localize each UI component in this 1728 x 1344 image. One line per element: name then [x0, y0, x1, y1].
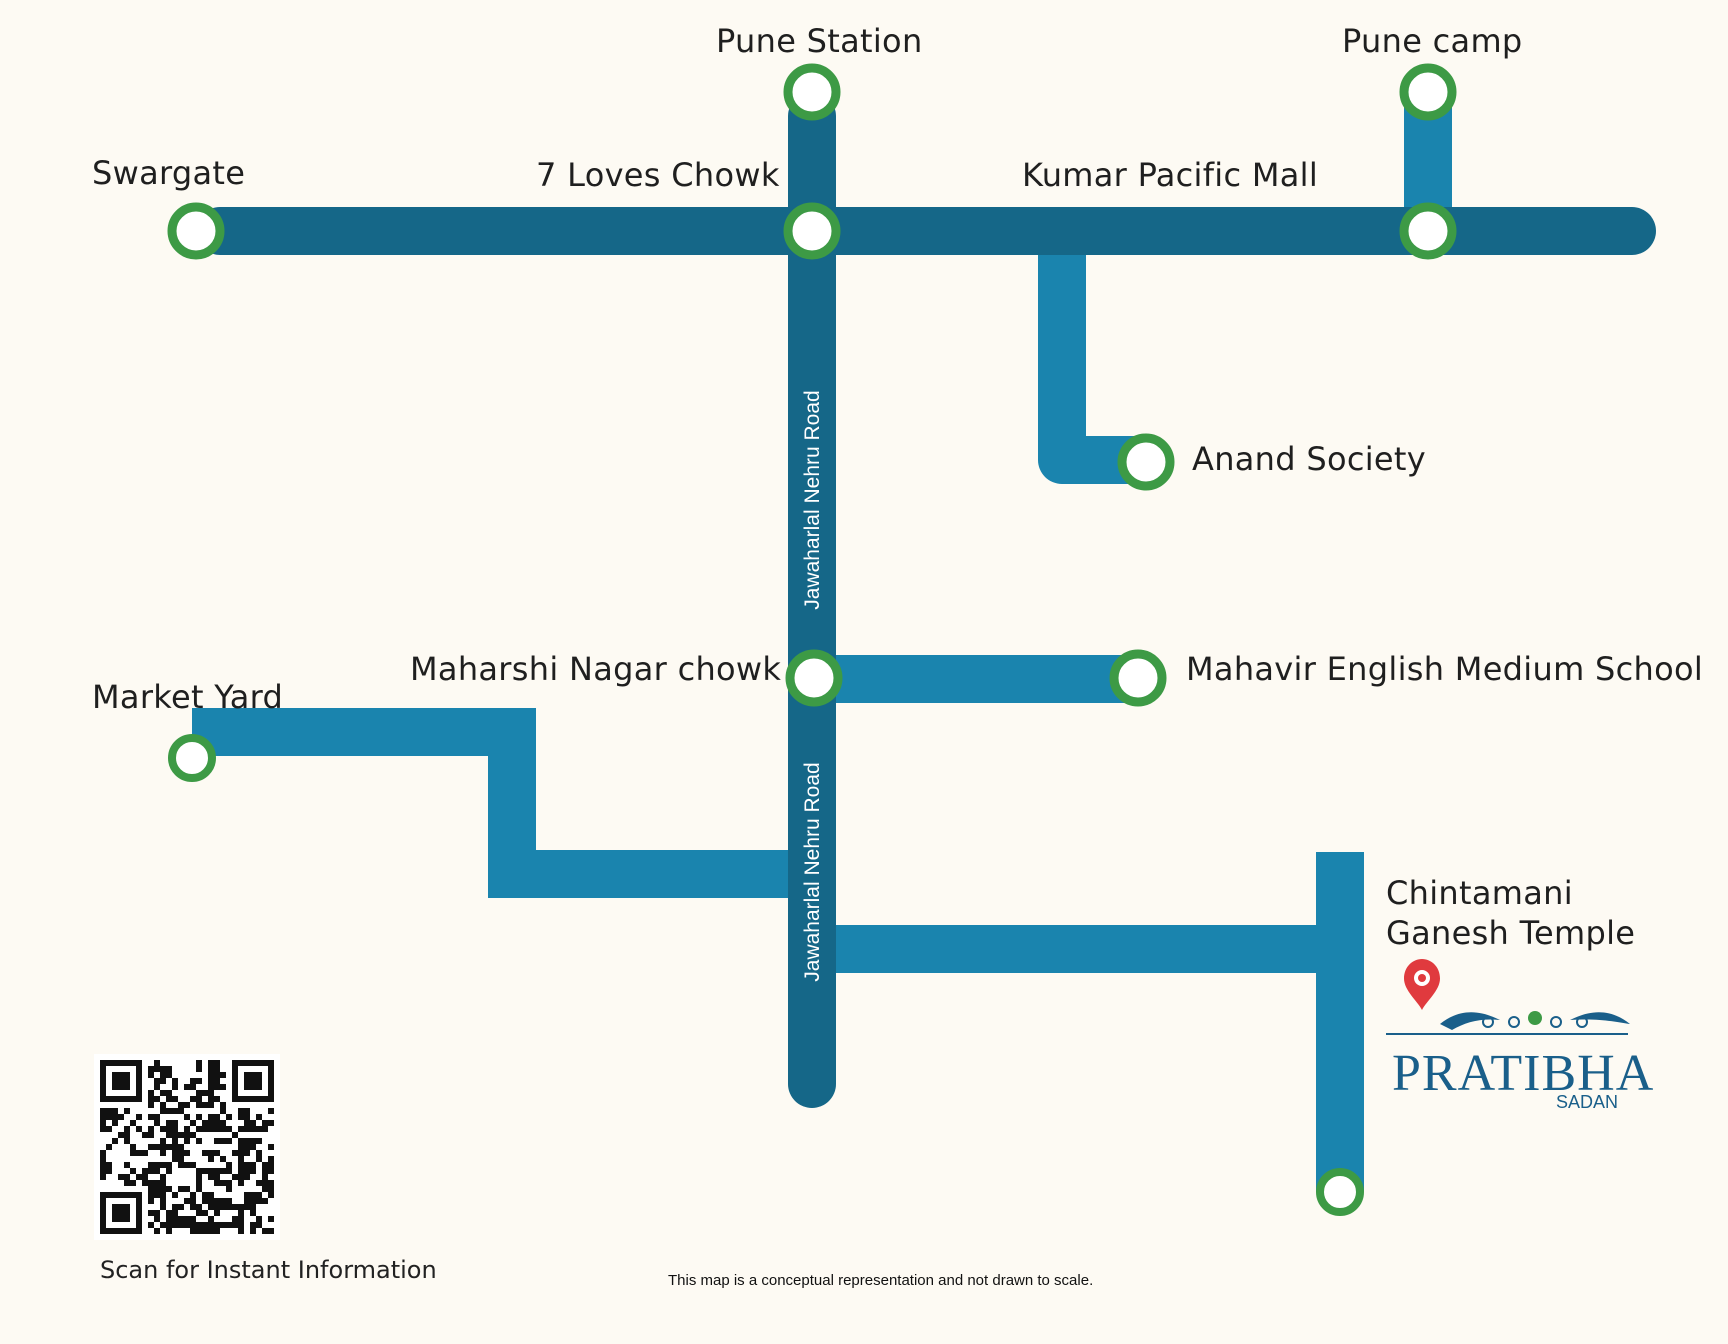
label-mahavir-school: Mahavir English Medium School: [1186, 650, 1704, 688]
qr-caption: Scan for Instant Information: [100, 1256, 437, 1284]
logo-ornament-icon: [1386, 1011, 1630, 1035]
qr-code[interactable]: [94, 1054, 280, 1240]
label-pune-camp: Pune camp: [1342, 22, 1523, 60]
label-maharshi-nagar-chowk: Maharshi Nagar chowk: [410, 650, 782, 688]
station-pune-camp-marker: [1399, 63, 1457, 121]
line-chintamani-connector: [832, 925, 1362, 973]
station-markers: [167, 63, 1457, 1216]
label-anand-society: Anand Society: [1192, 440, 1426, 478]
station-7-loves-chowk-marker: [783, 202, 841, 260]
line-chintamani-vertical: [1316, 852, 1364, 1192]
road-label-upper: Jawaharlal Nehru Road: [801, 390, 824, 610]
line-jm-road: [788, 92, 836, 1108]
station-pune-station-marker: [783, 63, 841, 121]
station-maharshi-nagar-marker: [785, 649, 843, 707]
station-kumar-pacific-mall-marker: [1399, 202, 1457, 260]
station-market-yard-marker: [168, 734, 216, 782]
map-disclaimer: This map is a conceptual representation …: [668, 1272, 1094, 1289]
label-pune-station: Pune Station: [716, 22, 923, 60]
line-swargate-to-camp: [196, 207, 1656, 255]
location-pin-icon: [1404, 959, 1440, 1010]
route-lines: [192, 92, 1656, 1192]
label-swargate: Swargate: [92, 154, 246, 192]
line-mahavir-school-branch: [812, 655, 1142, 703]
label-chintamani-line2: Ganesh Temple: [1386, 914, 1636, 952]
line-market-yard-tee: [488, 708, 536, 898]
brand-logo-name: PRATIBHA: [1392, 1045, 1655, 1102]
station-chintamani-marker: [1316, 1168, 1364, 1216]
brand-logo-sub: SADAN: [1556, 1092, 1619, 1112]
label-chintamani-line1: Chintamani: [1386, 874, 1573, 912]
station-swargate-marker: [167, 202, 225, 260]
label-market-yard: Market Yard: [92, 678, 284, 716]
road-label-lower: Jawaharlal Nehru Road: [801, 762, 824, 982]
line-anand-society-branch: [1038, 250, 1144, 484]
label-7-loves-chowk: 7 Loves Chowk: [536, 156, 780, 194]
label-kumar-pacific-mall: Kumar Pacific Mall: [1022, 156, 1319, 194]
station-anand-society-marker: [1117, 433, 1175, 491]
station-mahavir-school-marker: [1109, 649, 1167, 707]
